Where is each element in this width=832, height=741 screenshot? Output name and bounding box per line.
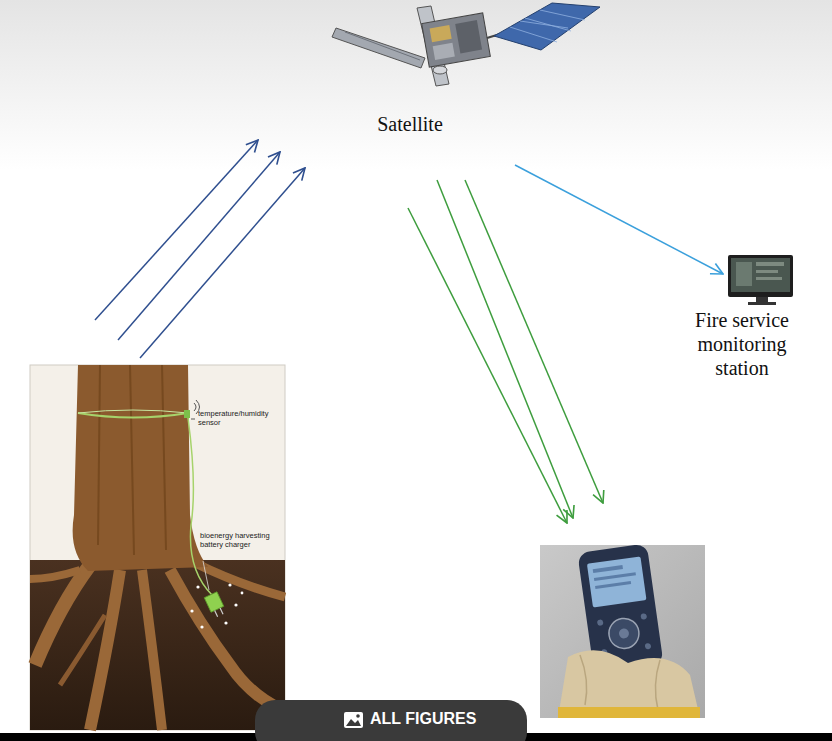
satellite-figure [422, 13, 491, 67]
handheld-photo [540, 543, 705, 718]
image-icon [346, 719, 361, 726]
signal-arrow [465, 180, 603, 503]
tree-illustration [30, 365, 285, 730]
image-icon [344, 712, 363, 728]
satellite-figure [455, 20, 482, 53]
tree-illustration [30, 570, 80, 579]
tree-illustration [162, 365, 166, 550]
monitor-icon [731, 258, 790, 292]
node-label: Satellite [330, 112, 490, 136]
signal-arrow [95, 140, 258, 320]
sky-band [0, 0, 832, 170]
monitor-icon [756, 297, 768, 302]
handheld-photo [595, 581, 631, 589]
callout-label: temperature/humidity sensor [198, 409, 284, 427]
tree-illustration [191, 419, 195, 420]
satellite-figure [433, 66, 447, 74]
node-label: Fire service monitoring station [683, 308, 801, 380]
handheld-photo [645, 643, 652, 650]
figures-button [255, 700, 527, 741]
handheld-photo [618, 628, 629, 639]
tree-illustration [234, 603, 237, 606]
monitor-icon [736, 262, 752, 286]
signal-arrow [515, 165, 723, 274]
handheld-photo [640, 613, 647, 620]
tree-illustration [220, 608, 223, 614]
handheld-node [540, 545, 705, 718]
tree-illustration [60, 615, 105, 685]
tree-illustration [78, 410, 188, 413]
signal-arrow [140, 168, 305, 358]
tree-illustration [184, 410, 190, 418]
satellite-figure [525, 18, 571, 31]
station-node: Fire service monitoring station [683, 252, 801, 392]
tree-illustration [241, 592, 244, 595]
tree-sensor-node: temperature/humidity sensor bioenergy har… [30, 365, 285, 730]
tree-illustration [194, 403, 196, 411]
tree-illustration [78, 413, 188, 418]
satellite-figure [345, 32, 420, 60]
monitor-icon [756, 277, 782, 280]
monitor-icon [756, 270, 778, 273]
monitor-icon [748, 302, 776, 305]
signal-arrow [408, 208, 567, 523]
satellite-figure [540, 10, 585, 20]
satellite-figure [430, 25, 452, 42]
tree-illustration [30, 560, 285, 730]
handheld-photo [558, 707, 700, 718]
image-icon [356, 714, 360, 718]
signal-arrow [437, 180, 573, 518]
satellite-figure [433, 43, 455, 60]
callout-label: bioenergy harvesting battery charger [200, 531, 284, 549]
handheld-photo [597, 619, 604, 626]
tree-illustration [30, 365, 285, 730]
handheld-photo [540, 545, 705, 718]
satellite-figure [494, 3, 600, 50]
satellite-figure [510, 27, 557, 42]
satellite-node: Satellite [330, 0, 610, 145]
tree-illustration [215, 611, 218, 617]
text-slot: temperature/humidity sensor [198, 409, 284, 427]
handheld-photo [594, 572, 636, 581]
tree-illustration [196, 585, 199, 588]
handheld-photo [558, 650, 700, 718]
tree-illustration [203, 561, 209, 590]
handheld-photo [593, 565, 623, 573]
handheld-photo [607, 616, 641, 650]
satellite-figure [422, 13, 491, 67]
tree-illustration [188, 418, 212, 595]
tree-illustration [130, 365, 134, 555]
satellite-figure [332, 3, 600, 86]
signal-arrow [118, 152, 280, 340]
tree-illustration [204, 592, 226, 619]
satellite-figure [520, 21, 568, 28]
image-icon [344, 712, 363, 728]
tree-illustration [200, 625, 203, 628]
text-slot: Satellite [330, 112, 490, 136]
monitor-icon [756, 262, 784, 266]
tree-illustration [224, 621, 227, 624]
button-label: ALL FIGURES [370, 710, 476, 728]
handheld-photo [580, 655, 587, 705]
text-slot: bioenergy harvesting battery charger [200, 531, 284, 549]
tree-illustration [142, 570, 162, 730]
monitor-icon [728, 255, 793, 297]
text-slot: Fire service monitoring station [683, 308, 801, 380]
tree-illustration [190, 609, 193, 612]
tree-illustration [228, 583, 231, 586]
handheld-photo [587, 556, 647, 607]
satellite-figure [332, 28, 425, 68]
tree-illustration [98, 365, 100, 545]
tree-illustration [90, 570, 120, 730]
tree-illustration [73, 365, 208, 571]
monitor-icon [728, 255, 793, 305]
handheld-photo [655, 660, 660, 710]
